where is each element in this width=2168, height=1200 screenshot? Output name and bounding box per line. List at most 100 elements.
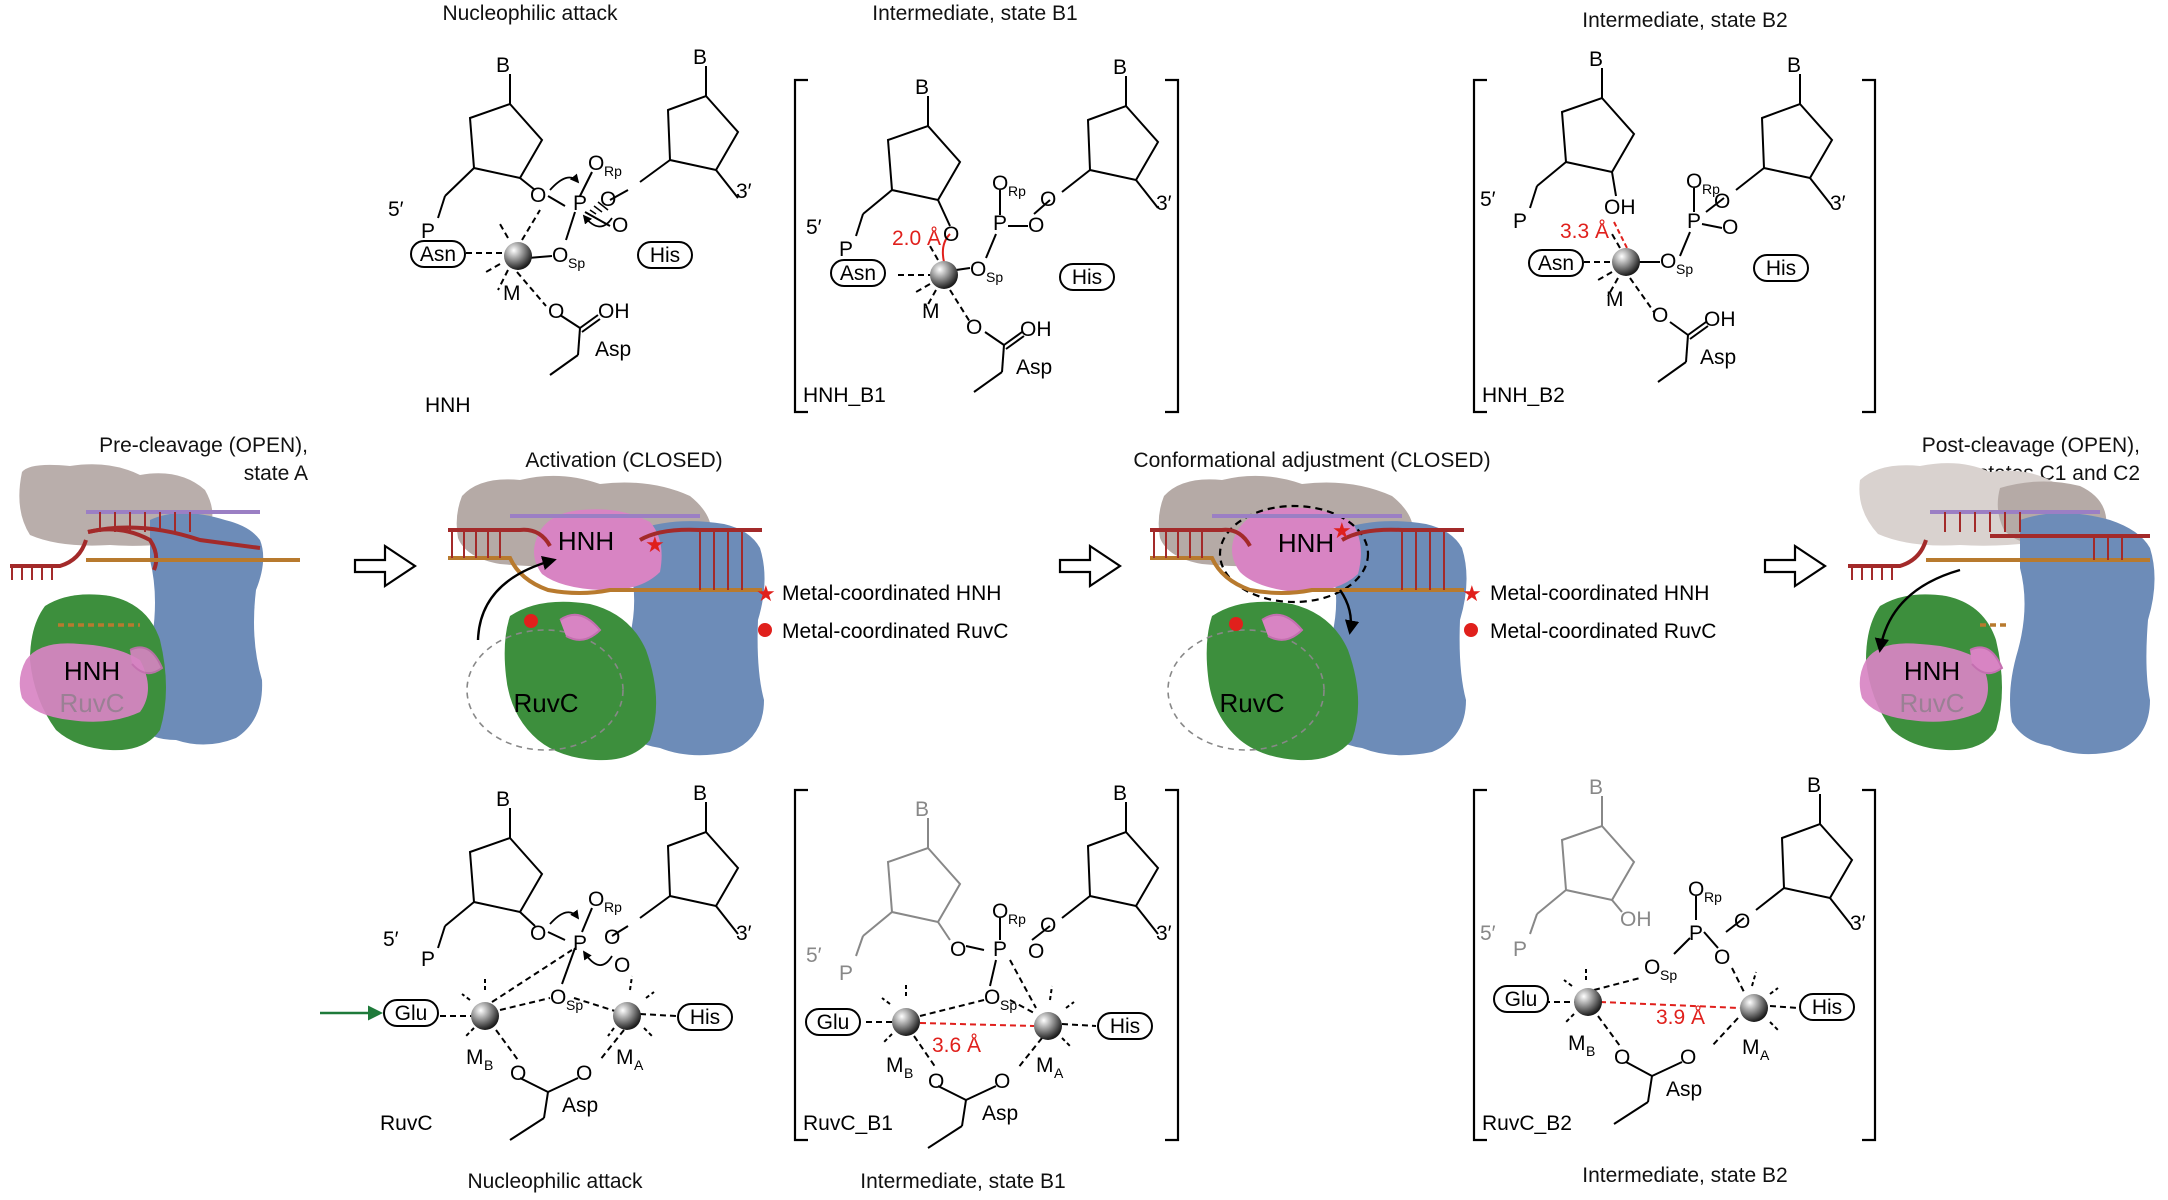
hnh-label-conformational: HNH — [1278, 528, 1334, 558]
caption-top-intermediate-b1: Intermediate, state B1 — [872, 2, 1077, 25]
ruvc-b2-structure: Glu His B B 5′ P 3′ OH P O Rp O O O Sp M… — [1480, 774, 1866, 1125]
svg-text:Asp: Asp — [1700, 346, 1736, 369]
residue-his-label: His — [650, 244, 680, 267]
svg-text:O: O — [576, 1062, 592, 1085]
svg-text:B: B — [1589, 776, 1603, 799]
residue-asn-label: Asn — [420, 243, 456, 266]
star-icon: ★ — [756, 581, 776, 606]
svg-text:Sp: Sp — [986, 269, 1003, 285]
svg-text:O: O — [943, 223, 959, 246]
svg-text:P: P — [993, 938, 1007, 961]
svg-text:O: O — [928, 1070, 944, 1093]
cartoon-activation: ★ HNH RuvC — [448, 475, 765, 761]
legend-dot-label-1: Metal-coordinated RuvC — [782, 620, 1008, 643]
svg-text:O: O — [1714, 946, 1730, 969]
caption-bottom-nucleophilic-attack: Nucleophilic attack — [467, 1170, 643, 1193]
metal-ion-ma — [613, 1002, 641, 1030]
svg-text:O: O — [1734, 910, 1750, 933]
svg-text:Asp: Asp — [982, 1102, 1018, 1125]
distance-label-hnh-b2: 3.3 Å — [1560, 220, 1609, 243]
svg-text:B: B — [1589, 48, 1603, 71]
bracket-ruvc-b2-right — [1862, 788, 1877, 1142]
legend-dot-label-2: Metal-coordinated RuvC — [1490, 620, 1716, 643]
svg-text:Asp: Asp — [562, 1094, 598, 1117]
svg-text:A: A — [1054, 1065, 1064, 1081]
red-dot-icon — [1229, 617, 1243, 631]
caption-conformational-adjustment: Conformational adjustment (CLOSED) — [1133, 449, 1490, 472]
metal-ion-m — [930, 261, 958, 289]
svg-text:Glu: Glu — [395, 1002, 428, 1025]
cartoon-post-cleavage: HNH RuvC — [1848, 463, 2155, 755]
svg-text:O: O — [550, 986, 566, 1009]
svg-text:OH: OH — [1620, 908, 1652, 931]
svg-text:M: M — [922, 300, 940, 323]
svg-text:P: P — [993, 212, 1007, 235]
svg-text:5′: 5′ — [1480, 922, 1496, 945]
svg-text:His: His — [1812, 996, 1842, 1019]
distance-line-ruvc-b2 — [1599, 1001, 1741, 1009]
svg-text:O: O — [970, 258, 986, 281]
svg-text:B: B — [693, 46, 707, 69]
svg-text:O: O — [600, 188, 616, 211]
distance-line-hnh-b2 — [1613, 221, 1629, 251]
star-icon: ★ — [1462, 581, 1482, 606]
svg-text:B: B — [1113, 782, 1127, 805]
svg-text:O: O — [1040, 188, 1056, 211]
svg-text:Asp: Asp — [1016, 356, 1052, 379]
star-icon: ★ — [645, 532, 665, 557]
panel-label-hnh-b2: HNH_B2 — [1482, 384, 1565, 407]
caption-top-nucleophilic-attack: Nucleophilic attack — [442, 2, 618, 25]
metal-ion-mb — [892, 1008, 920, 1036]
transition-arrow-1 — [353, 543, 417, 589]
metal-ion-m — [1612, 248, 1640, 276]
cartoon-state-a: HNH RuvC — [10, 464, 300, 751]
caption-pre-cleavage-line1: Pre-cleavage (OPEN), — [99, 434, 308, 457]
svg-text:O: O — [588, 152, 604, 175]
distance-line-ruvc-b1 — [919, 1022, 1035, 1027]
svg-text:O: O — [966, 316, 982, 339]
svg-text:B: B — [904, 1065, 913, 1081]
red-dot-icon — [524, 614, 538, 628]
svg-text:O: O — [552, 244, 568, 267]
svg-text:B: B — [1807, 774, 1821, 797]
svg-text:O: O — [1040, 914, 1056, 937]
svg-text:A: A — [634, 1057, 644, 1073]
svg-text:3′: 3′ — [1156, 192, 1172, 215]
svg-text:Rp: Rp — [604, 899, 622, 915]
svg-text:B: B — [1113, 56, 1127, 79]
svg-text:P: P — [421, 220, 435, 243]
svg-text:O: O — [1688, 878, 1704, 901]
metal-ion-mb — [1574, 988, 1602, 1016]
svg-text:P: P — [573, 932, 587, 955]
hnh-domain-c — [1859, 643, 1988, 722]
svg-text:3′: 3′ — [736, 922, 752, 945]
residue-his-pill — [637, 241, 693, 269]
svg-text:3′: 3′ — [1850, 912, 1866, 935]
svg-text:B: B — [1787, 54, 1801, 77]
svg-text:O: O — [950, 938, 966, 961]
ruvc-domain-conformational — [1206, 601, 1359, 761]
bracket-hnh-b2-right — [1862, 78, 1877, 414]
ruvc-nucleophilic-attack-structure: Glu His B B 5′ P 3′ O P O Rp O O O Sp M … — [320, 782, 752, 1141]
svg-text:O: O — [984, 986, 1000, 1009]
distance-label-ruvc-b1: 3.6 Å — [932, 1034, 981, 1057]
ruvc-b1-structure: Glu His B B 5′ P 3′ O P O Rp O O O Sp M … — [805, 782, 1172, 1149]
brackets — [793, 78, 1877, 1142]
svg-text:B: B — [484, 1057, 493, 1073]
svg-text:Asn: Asn — [840, 262, 876, 285]
svg-text:M: M — [886, 1054, 904, 1077]
residue-asn-pill — [410, 240, 466, 268]
ruvc-label-conformational: RuvC — [1219, 688, 1284, 718]
red-dot-icon — [1464, 623, 1478, 637]
svg-text:O: O — [1652, 304, 1668, 327]
svg-text:P: P — [839, 238, 853, 261]
ruvc-label-activation: RuvC — [513, 688, 578, 718]
svg-text:Rp: Rp — [1008, 183, 1026, 199]
svg-text:O: O — [992, 900, 1008, 923]
nuc-lobe — [140, 513, 264, 745]
svg-text:O: O — [548, 300, 564, 323]
bracket-hnh-b1-left — [793, 78, 808, 414]
distance-label-ruvc-b2: 3.9 Å — [1656, 1006, 1705, 1029]
svg-text:Rp: Rp — [1704, 889, 1722, 905]
